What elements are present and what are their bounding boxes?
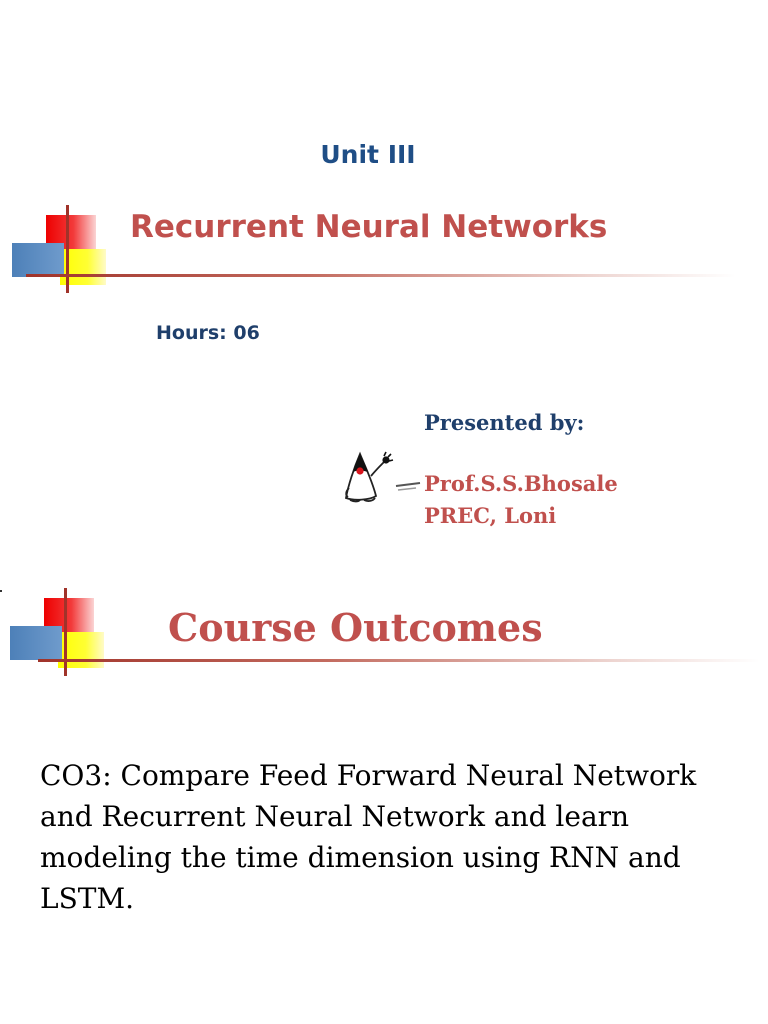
presented-by-label: Presented by: [424, 410, 585, 435]
presenter-name: Prof.S.S.Bhosale [424, 471, 618, 496]
presenter-institute: PREC, Loni [424, 503, 557, 528]
title-rule [38, 659, 760, 662]
course-outcomes-title: Course Outcomes [168, 605, 543, 650]
slide-separator-mark [0, 590, 2, 592]
title-rule [26, 274, 736, 277]
slide-decoration-icon [12, 205, 108, 293]
unit-title: Unit III [320, 140, 416, 169]
slide-decoration-icon [10, 588, 106, 676]
duke-mascot-icon [344, 451, 421, 503]
topic-title: Recurrent Neural Networks [130, 209, 608, 245]
hours-label: Hours: 06 [156, 322, 260, 344]
course-outcome-text: CO3: Compare Feed Forward Neural Network… [40, 759, 697, 915]
